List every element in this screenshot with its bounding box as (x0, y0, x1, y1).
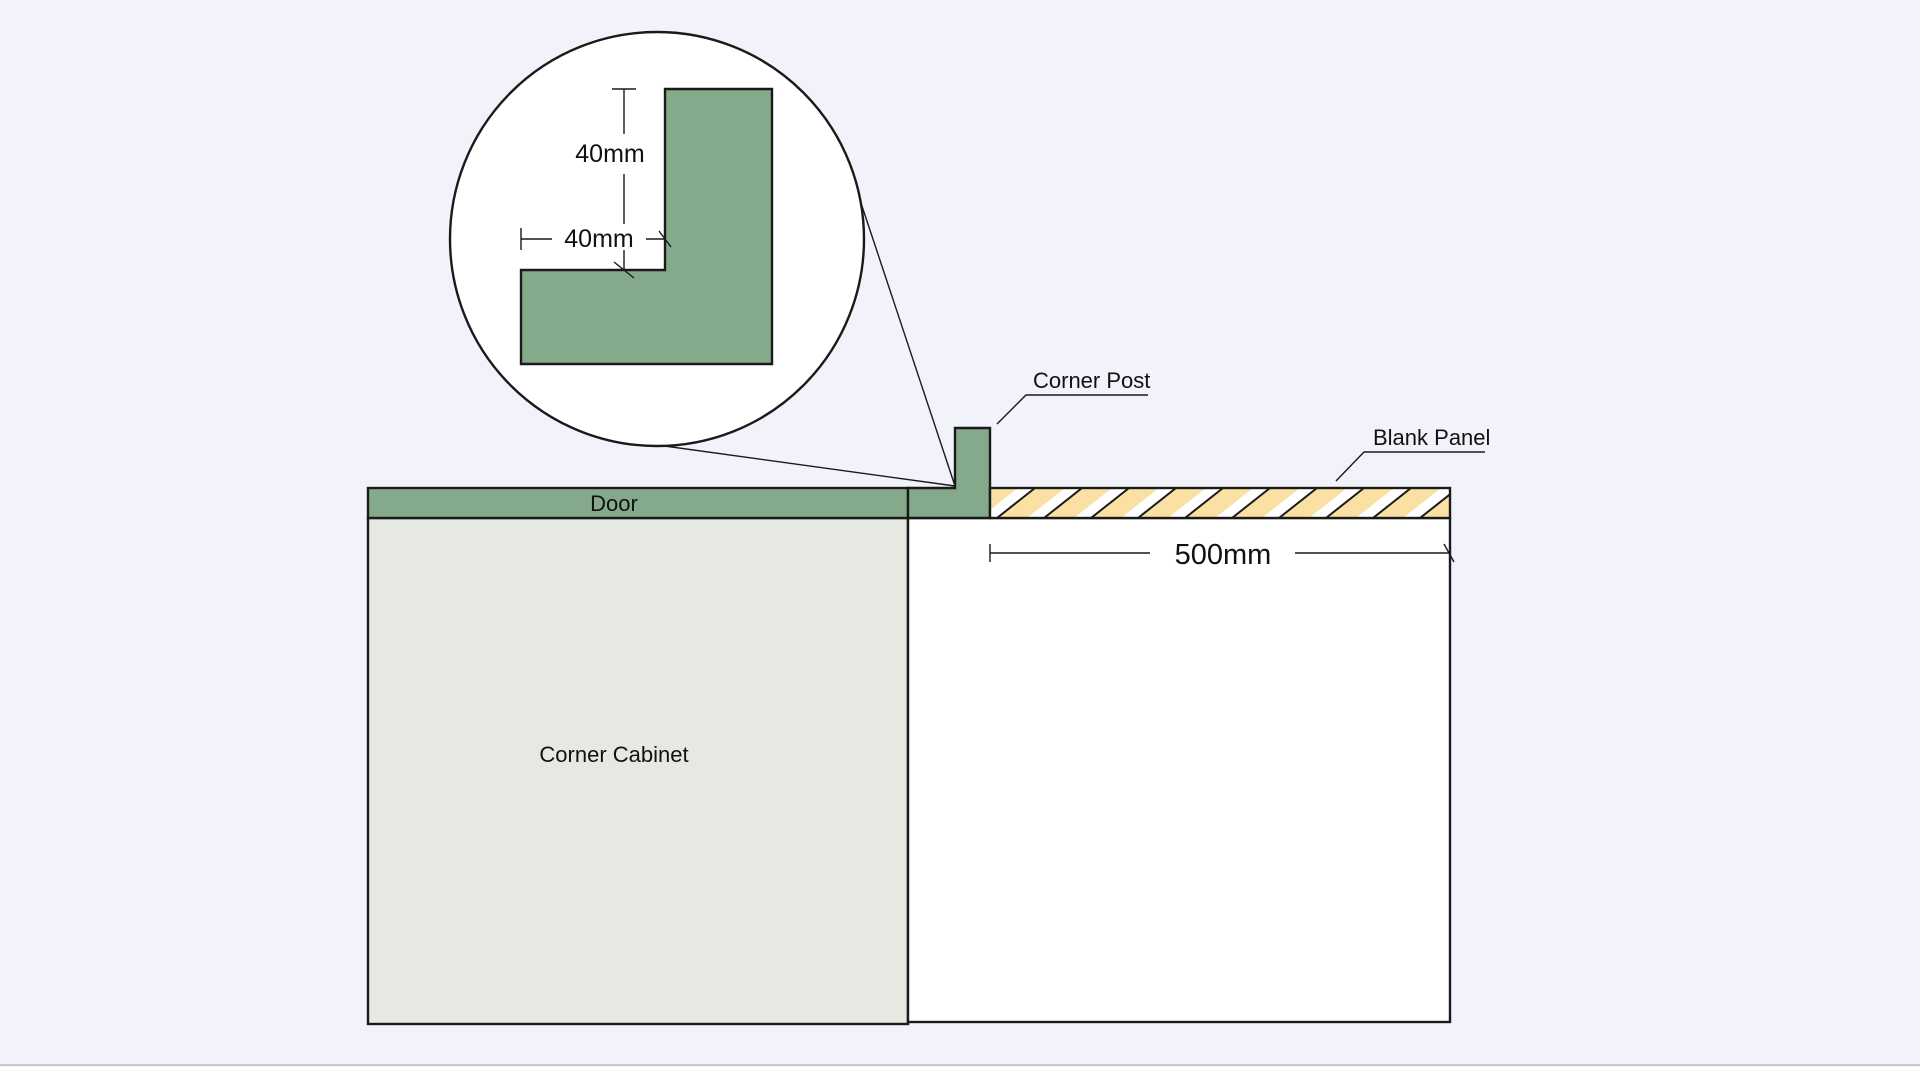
corner-post-label: Corner Post (1033, 368, 1150, 393)
blank-panel-label: Blank Panel (1373, 425, 1490, 450)
hatch-line (1467, 488, 1505, 518)
hatch-stripe (1326, 488, 1394, 518)
corner-cabinet-label: Corner Cabinet (539, 742, 688, 767)
hatch-line (996, 488, 1036, 518)
corner-post-leader (996, 394, 1148, 425)
corner-post (906, 426, 992, 520)
hatch-stripe (1467, 488, 1535, 518)
hatch-line (1231, 488, 1271, 518)
post-width-label: 40mm (564, 225, 633, 253)
post-height-dimension (612, 88, 636, 279)
hatch-stripe (1279, 488, 1347, 518)
hatch-line (1278, 488, 1318, 518)
hatch-stripe (1232, 488, 1300, 518)
zoom-connector-lower (649, 443, 956, 487)
blank-panel-leader (1335, 451, 1485, 482)
hatch-line (1325, 488, 1365, 518)
hatch-line (1184, 488, 1224, 518)
hatch-line (1043, 488, 1083, 518)
hatch-line (1090, 488, 1130, 518)
post-height-label: 40mm (575, 140, 644, 168)
corner-cabinet-body (366, 516, 910, 1026)
hatch-stripe (990, 488, 1018, 511)
hatch-stripe (997, 488, 1065, 518)
hatch-stripe (1373, 488, 1441, 518)
panel-width-label: 500mm (1175, 539, 1272, 571)
hatch-stripe (1185, 488, 1253, 518)
door-panel (366, 486, 910, 520)
blank-panel (988, 486, 1535, 520)
hatch-stripe (1138, 488, 1206, 518)
hatch-line (1419, 493, 1450, 518)
corner-post-detail (519, 87, 774, 366)
zoom-connector-upper (854, 184, 956, 487)
hatch-stripe (1091, 488, 1159, 518)
hatch-stripe (1044, 488, 1112, 518)
post-width-dimension (520, 228, 672, 250)
door-label: Door (590, 491, 638, 516)
panel-width-dimension (989, 543, 1455, 563)
hatch-line (1372, 488, 1412, 518)
hatch-line (1137, 488, 1177, 518)
adjacent-cabinet (906, 516, 1452, 1024)
